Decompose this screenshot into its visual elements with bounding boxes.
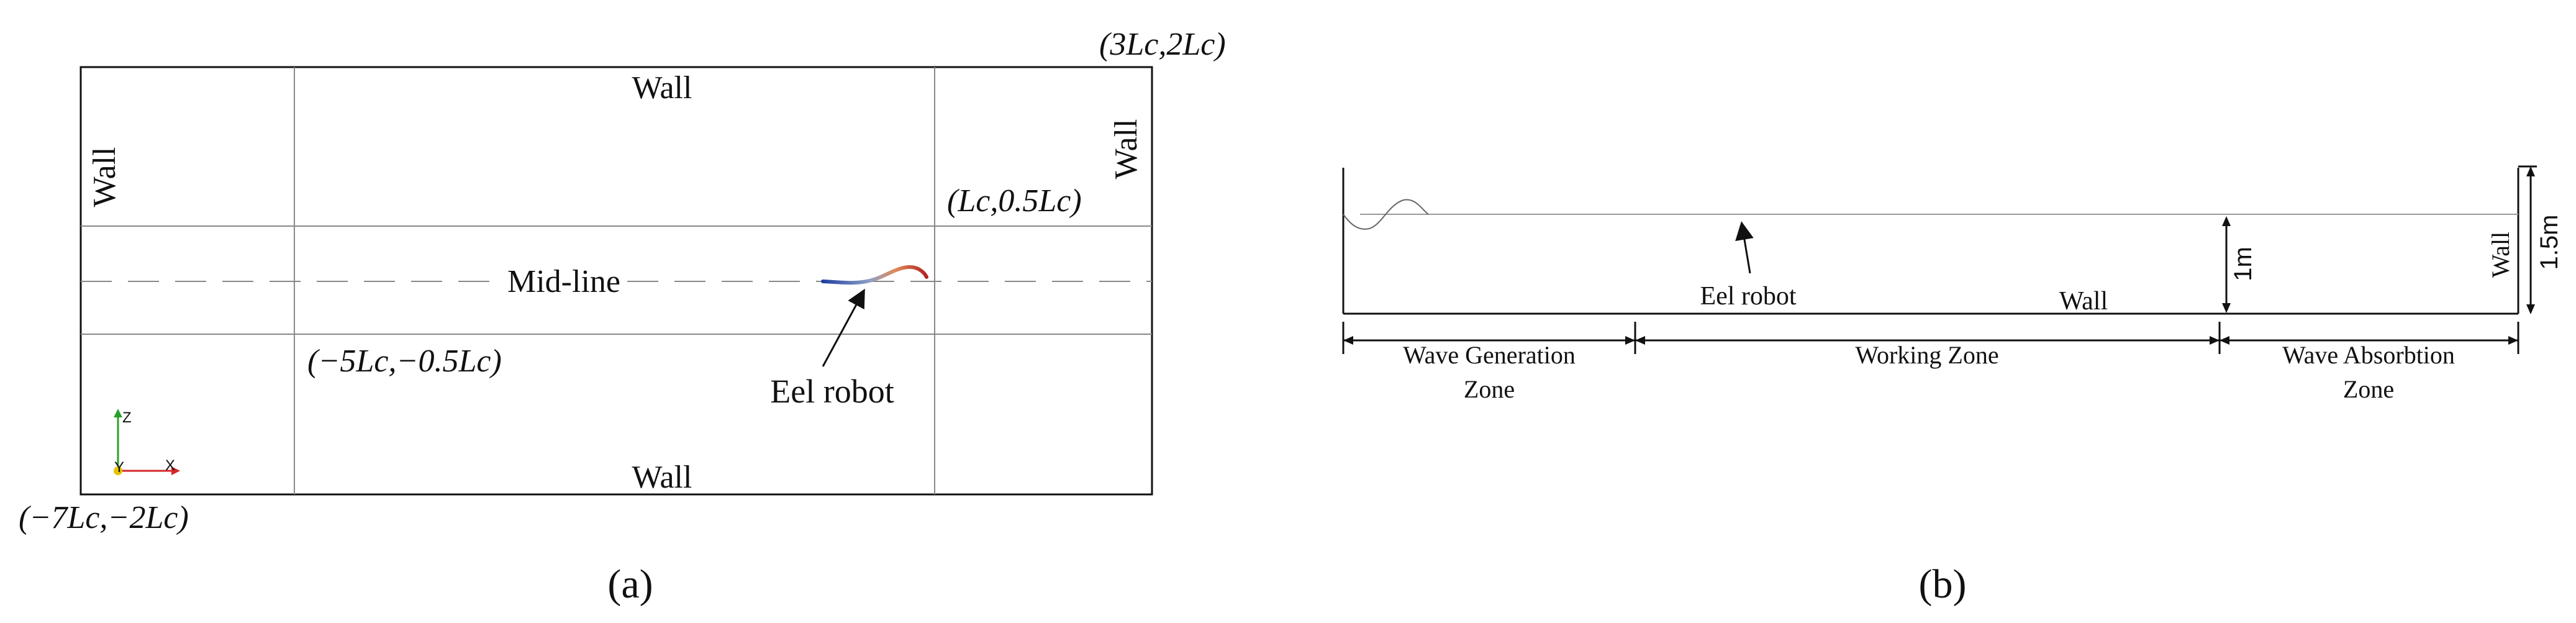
- depth-arrow-bottom: [2222, 303, 2231, 313]
- zone-arrows: [1343, 336, 2518, 345]
- eel-robot-label-b: Eel robot: [1700, 282, 1796, 311]
- eel-robot-a: [821, 265, 928, 285]
- height-label: 1.5m: [2536, 215, 2563, 270]
- corner-top-right-label: (3Lc,2Lc): [1099, 27, 1226, 62]
- axis-origin: [114, 466, 122, 475]
- caption-a: (a): [607, 562, 653, 607]
- wall-bottom-label-b: Wall: [2059, 287, 2108, 316]
- eel-pointer-arrow-b: [1735, 221, 1754, 274]
- z-axis-arrow: [114, 409, 122, 417]
- generated-wave: [1343, 199, 1429, 230]
- point-upper-label: (Lc,0.5Lc): [947, 183, 1082, 219]
- zone-working-label: Working Zone: [1855, 341, 1998, 369]
- x-axis-arrow: [171, 466, 180, 475]
- eel-robot-label-a: Eel robot: [770, 373, 894, 410]
- depth-arrow-top: [2222, 216, 2231, 226]
- wall-bottom-label: Wall: [632, 460, 692, 495]
- point-lower-label: (−5Lc,−0.5Lc): [307, 343, 502, 379]
- zone-generation-label-1: Wave Generation: [1403, 341, 1576, 369]
- height-arrow-bottom: [2526, 304, 2535, 314]
- wall-left-label: Wall: [87, 147, 122, 207]
- axis-triad: Z Y X: [114, 409, 180, 476]
- wall-right-label-b: Wall: [2487, 232, 2515, 278]
- height-arrow-top: [2526, 166, 2535, 176]
- panel-a: Wall Wall Wall Wall Mid-line (3Lc,2Lc) (…: [19, 27, 1226, 607]
- caption-b: (b): [1919, 562, 1967, 607]
- eel-pointer-arrow-a: [822, 288, 865, 367]
- corner-bottom-left-label: (−7Lc,−2Lc): [19, 500, 189, 535]
- midline-label: Mid-line: [507, 264, 620, 299]
- wall-right-label: Wall: [1109, 119, 1144, 180]
- wall-top-label: Wall: [632, 70, 692, 106]
- zone-generation-label-2: Zone: [1464, 375, 1515, 403]
- depth-label: 1m: [2229, 247, 2257, 281]
- zone-absorption-label-2: Zone: [2343, 375, 2394, 403]
- zone-absorption-label-1: Wave Absorbtion: [2282, 341, 2455, 369]
- z-axis-label: Z: [122, 409, 132, 426]
- x-axis-label: X: [165, 457, 175, 474]
- y-axis-label: Y: [114, 459, 124, 476]
- panel-b: Eel robot Wall Wall 1m 1.5m Wave Generat…: [1342, 165, 2563, 607]
